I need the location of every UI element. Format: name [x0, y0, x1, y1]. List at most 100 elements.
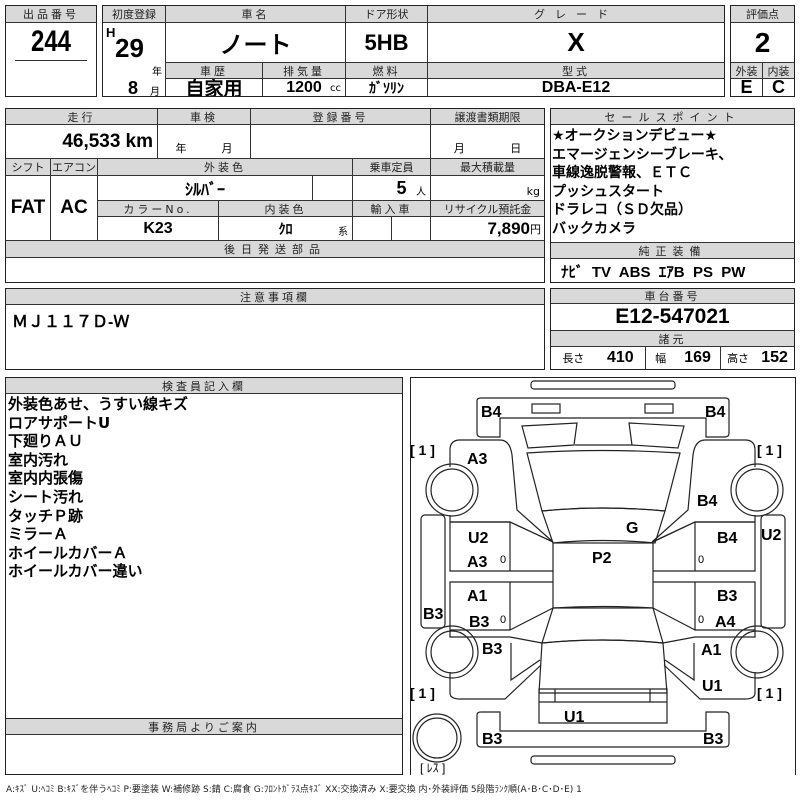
mark-rear-left-door-1: A1: [467, 588, 488, 605]
mark-front-bumper-right: B4: [705, 404, 726, 421]
inspection-cell: 年月: [158, 125, 251, 159]
tail: [538, 688, 668, 724]
lot-box: 出品番号 244: [5, 5, 97, 97]
import-cell-a: [353, 217, 392, 241]
sales-points-box: セールスポイント ★オークションデビュー★ エマージェンシーブレーキ、 車線逸脱…: [550, 108, 795, 283]
month-unit: 月: [150, 87, 160, 96]
ac: AC: [51, 176, 98, 241]
equipment-header: 純正装備: [551, 242, 794, 259]
mark-tail: U1: [564, 709, 585, 726]
comment-line: ロアサポートU: [8, 413, 111, 432]
mark-rear-bumper-right: B3: [703, 731, 724, 748]
era: H: [106, 25, 116, 40]
reg-no-cell: [251, 125, 431, 159]
overall-score: 2: [731, 23, 794, 63]
tire-rear-right: [730, 625, 784, 679]
legend: A:ｷｽﾞ U:ﾍｺﾐ B:ｷｽﾞを伴うﾍｺﾐ P:要塗装 W:補修跡 S:錆 …: [6, 785, 582, 795]
shift: FAT: [6, 176, 51, 241]
later-parts-header: 後日発送部品: [6, 241, 544, 258]
left-sill: [420, 514, 446, 629]
ext-score-header: 外装: [731, 63, 763, 79]
color-no-header: カラーNo.: [98, 201, 219, 217]
transfer-month-unit: 月: [453, 142, 465, 155]
mark-rear-left-door-2: B3: [469, 614, 490, 631]
int-color: ｸﾛ: [278, 220, 293, 237]
tire-tread-rear-right: [ 1 ]: [757, 685, 782, 701]
lot-header: 出品番号: [6, 6, 96, 23]
comment-line: タッチＰ跡: [8, 506, 84, 525]
comment-line: 外装色あせ、うすい線キズ: [8, 395, 189, 413]
mark-rear-right-door-1: B3: [717, 588, 738, 605]
mark-windshield: G: [626, 520, 638, 537]
car-diagram: B4 B4 A3 B4 G U2 A3 P2 B4 U2 A1 B3 B3 B3…: [410, 380, 786, 775]
details-box: 走行 46,533 km 車検 年月 登録番号 譲渡書類期限 月日 シフト FA…: [5, 108, 545, 283]
max-load-unit: kg: [526, 185, 540, 198]
mileage-unit: km: [125, 130, 153, 152]
fuel: ｶﾞｿﾘﾝ: [346, 79, 428, 96]
mark-right-sill: U2: [761, 527, 782, 544]
damage-diagram: B4 B4 A3 B4 G U2 A3 P2 B4 U2 A1 B3 B3 B3…: [410, 377, 796, 775]
year-unit: 年: [152, 67, 162, 78]
model-header: 型式: [428, 63, 724, 79]
door-mark: 0: [500, 554, 506, 566]
int-score-header: 内装: [763, 63, 794, 79]
ext-score: E: [731, 79, 763, 96]
notes-value: ＭＪ１１７Ｄ-Ｗ: [12, 314, 130, 331]
front-edge-bar: [530, 380, 676, 390]
inspector-comments: 外装色あせ、うすい線キズ ロアサポートU 下廻りＡＵ 室内汚れ 室内内張傷 シー…: [8, 395, 188, 581]
int-color-header: 内装色: [219, 201, 353, 217]
mark-front-left-door-1: U2: [468, 530, 489, 547]
transfer-header: 譲渡書類期限: [431, 109, 544, 125]
displacement-header: 排気量: [263, 63, 346, 79]
comment-line: ホイールカバー違い: [8, 562, 143, 581]
mark-rear-bumper-left: B3: [482, 731, 503, 748]
rear-bumper: [476, 711, 730, 748]
door-header: ドア形状: [346, 6, 428, 23]
chassis-number: E12-547021: [551, 304, 794, 331]
windshield: [541, 507, 666, 544]
height: 152: [761, 349, 788, 366]
hood: [526, 449, 681, 512]
specs-header: 諸元: [551, 331, 794, 347]
tire-tread-front-left: [ 1 ]: [410, 442, 435, 458]
comment-line: シート汚れ: [8, 487, 84, 506]
sales-point: エマージェンシーブレーキ、: [552, 146, 733, 163]
int-color-cell: ｸﾛ 系: [219, 217, 353, 241]
mark-front-bumper-left: B4: [481, 404, 502, 421]
vehicle-info-box: 初度登録 H 29 年 8 月 車名 ノート ドア形状 5HB グレード X 車…: [102, 5, 725, 97]
inspection-year-unit: 年: [175, 142, 187, 155]
equipment: ﾅﾋﾞ TV ABS ｴｱB PS PW: [561, 264, 746, 281]
shift-header: シフト: [6, 159, 51, 176]
displacement: 1200: [286, 79, 322, 96]
comment-line: ホイールカバーＡ: [8, 543, 128, 562]
mark-rear-right-quarter: U1: [702, 678, 723, 695]
ext-color-extra: [313, 176, 353, 201]
tire-tread-front-right: [ 1 ]: [757, 442, 782, 458]
comment-line: ミラーＡ: [8, 525, 69, 544]
length: 410: [606, 349, 634, 366]
model-code: DBA-E12: [541, 79, 611, 96]
mileage-header: 走行: [6, 109, 158, 125]
recycle-header: リサイクル預託金: [431, 201, 544, 217]
ext-color: ｼﾙﾊﾞｰ: [98, 176, 313, 201]
spare-tire: [412, 713, 462, 763]
headlights: [521, 422, 685, 449]
import-cell-b: [392, 217, 431, 241]
car-name-header: 車名: [166, 6, 346, 23]
left-front-fender: [449, 439, 554, 543]
sales-point: ★オークションデビュー★: [552, 128, 718, 144]
sales-point: バックカメラ: [552, 220, 636, 237]
car-name: ノート: [166, 23, 346, 63]
right-front-fender: [651, 439, 756, 543]
int-color-unit: 系: [338, 227, 348, 238]
recycle-fee: 7,890: [487, 218, 530, 238]
import-header: 輸入車: [353, 201, 431, 217]
mark-rear-right-door-2: A4: [715, 614, 736, 631]
mileage: 46,533: [62, 130, 121, 152]
trunk: [538, 639, 668, 694]
roof: [552, 542, 654, 609]
